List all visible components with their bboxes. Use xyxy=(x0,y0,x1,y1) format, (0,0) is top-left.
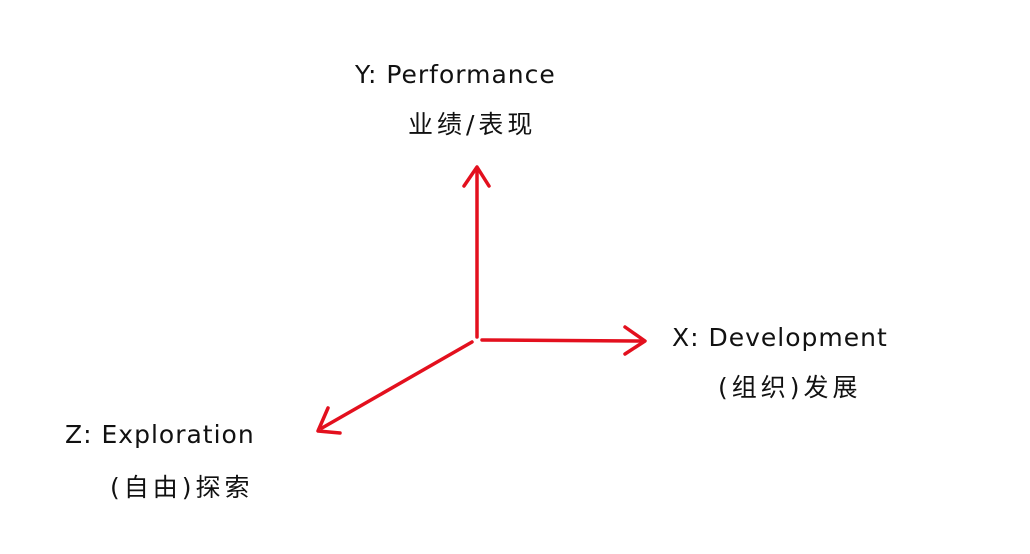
y-axis-label: Y: Performance xyxy=(355,60,556,89)
z-axis-label: Z: Exploration xyxy=(65,420,255,449)
x-axis-label: X: Development xyxy=(672,323,888,352)
z-axis-label-zh: (自由)探索 xyxy=(110,473,254,502)
x-axis-label-zh: (组织)发展 xyxy=(718,373,862,402)
z-axis-arrow xyxy=(316,340,474,435)
y-axis-label-zh: 业绩/表现 xyxy=(408,110,537,139)
y-axis-arrow xyxy=(462,165,491,339)
x-axis-arrow xyxy=(480,325,647,356)
